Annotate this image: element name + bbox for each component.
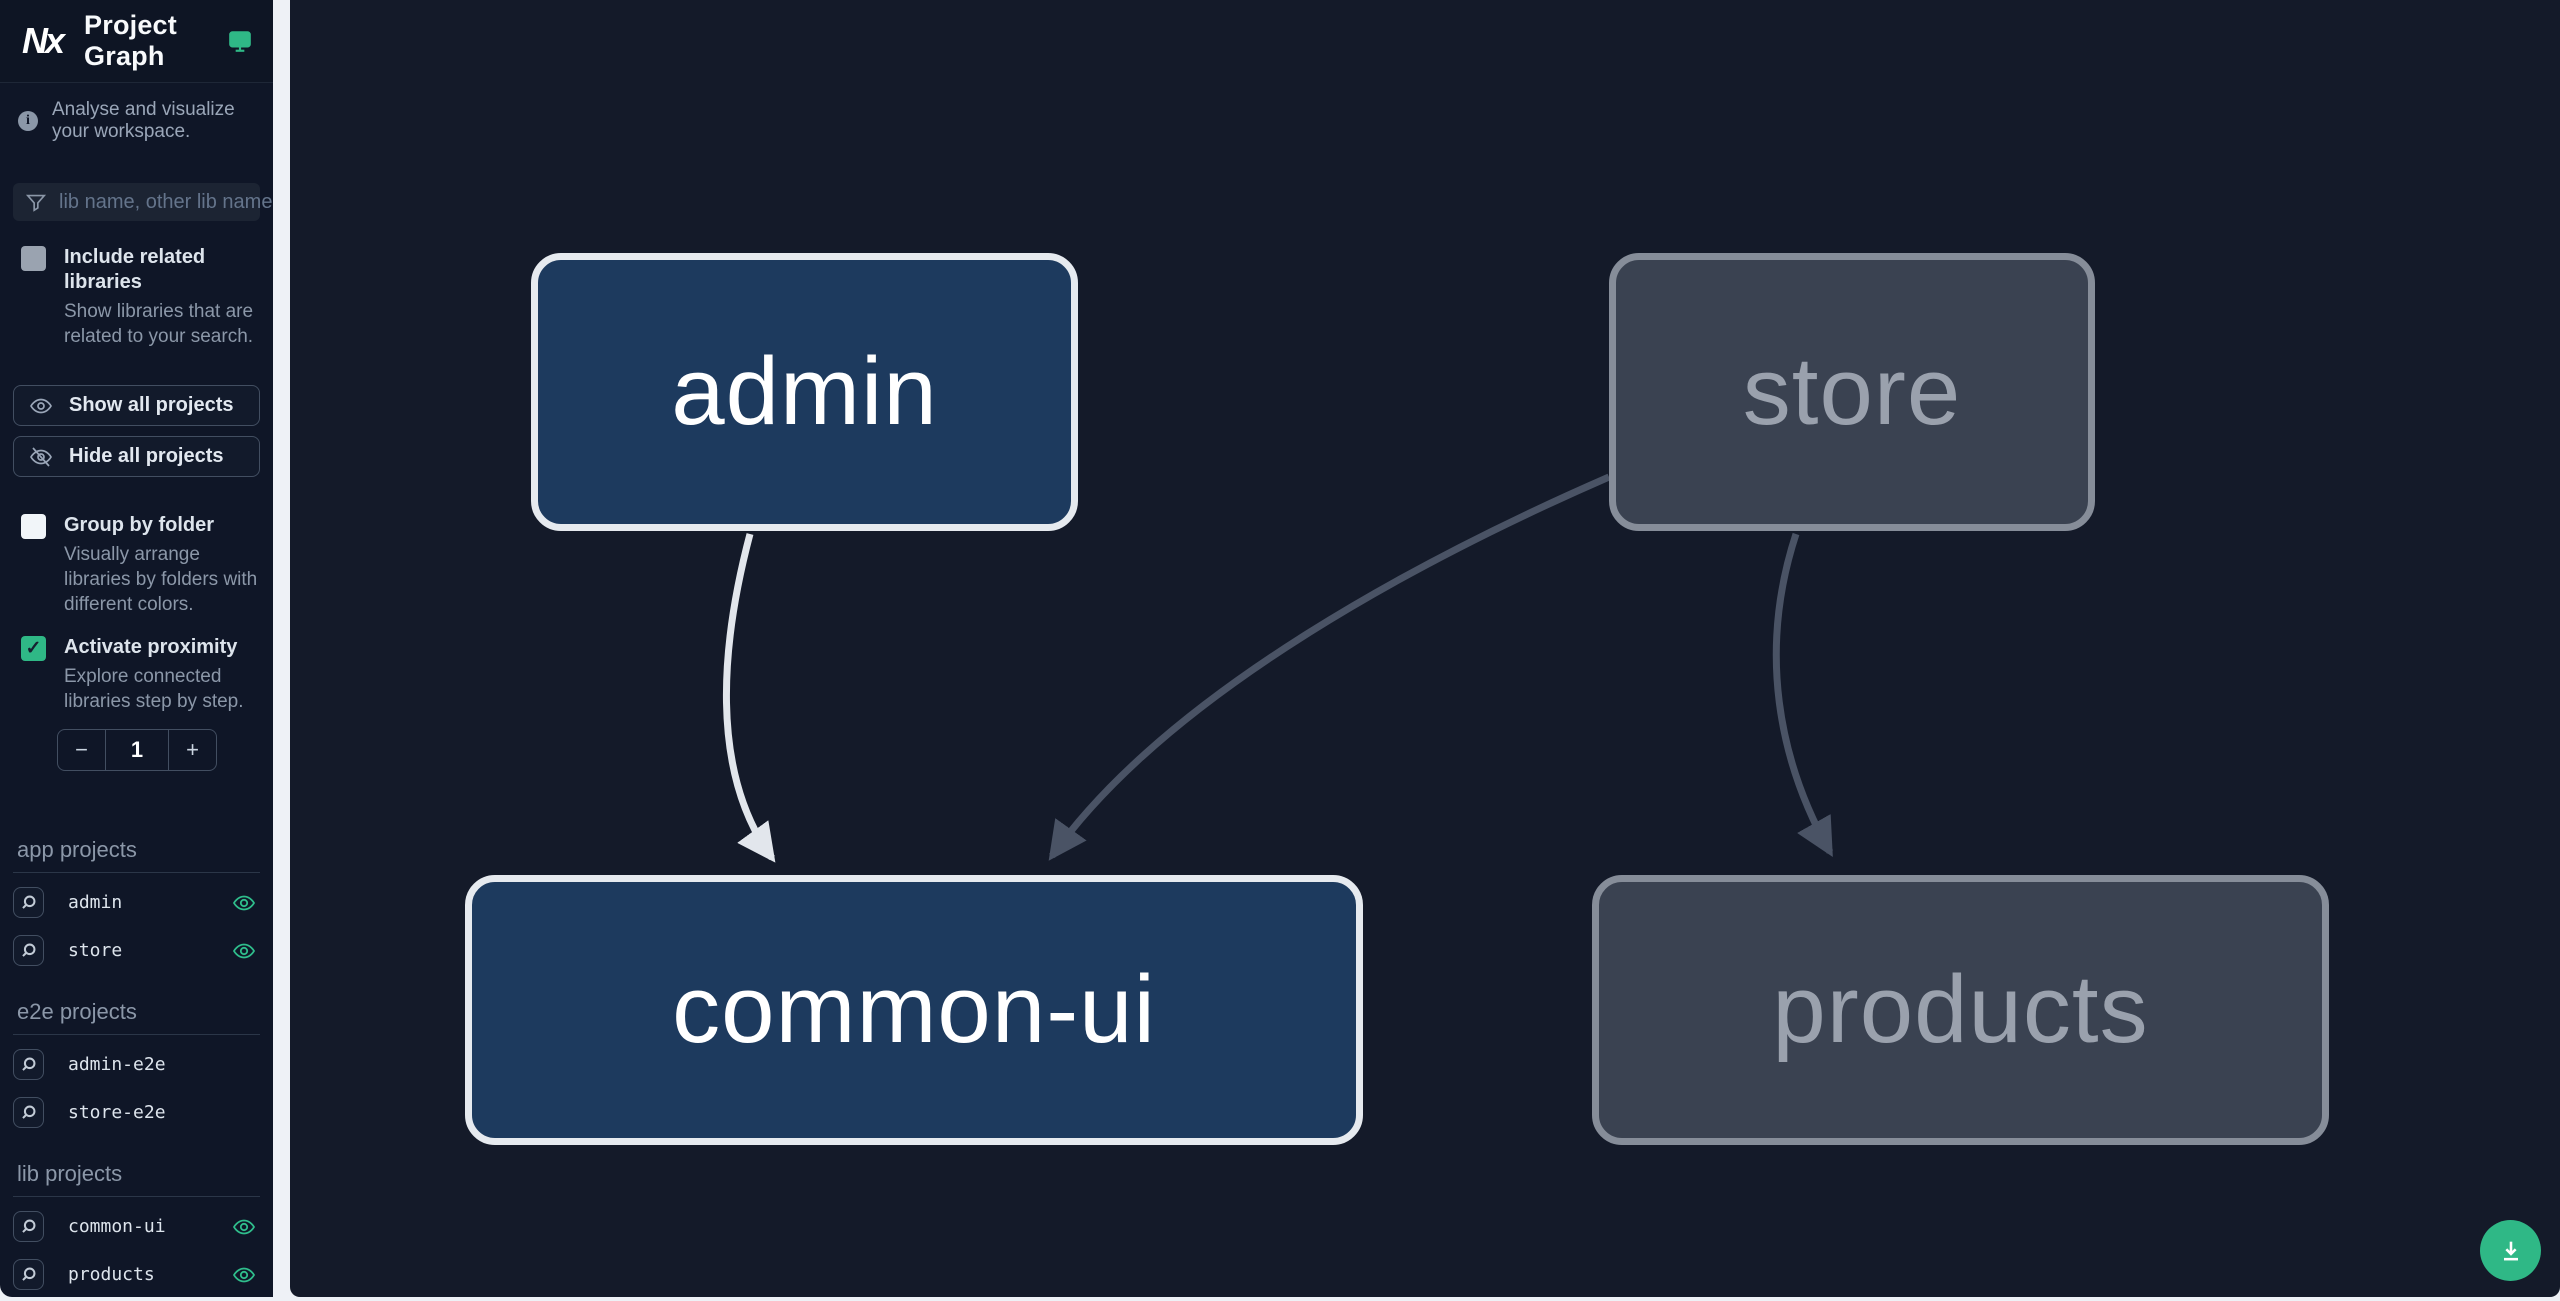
filter-input[interactable]	[59, 190, 273, 214]
tagline-text: Analyse and visualize your workspace.	[52, 99, 235, 142]
group-by-folder-checkbox[interactable]	[21, 514, 46, 540]
edge-store-to-products	[1772, 532, 1834, 858]
focus-project-icon[interactable]	[13, 1097, 44, 1129]
project-name: admin	[68, 892, 123, 914]
edge-admin-to-common-ui	[722, 533, 776, 863]
activate-proximity-checkbox[interactable]: ✓	[21, 636, 46, 662]
graph-canvas[interactable]: admin store common-ui products	[290, 0, 2560, 1297]
eye-icon	[30, 398, 52, 414]
show-all-projects-label: Show all projects	[69, 394, 234, 417]
include-related-description: Show libraries that are related to your …	[64, 301, 254, 348]
project-visible-eye-icon[interactable]	[232, 891, 256, 915]
project-visible-eye-icon[interactable]	[232, 939, 256, 963]
section-title: app projects	[13, 837, 260, 873]
graph-node-admin[interactable]: admin	[531, 253, 1078, 531]
section-title: lib projects	[13, 1161, 260, 1197]
filter-funnel-icon	[25, 194, 47, 212]
info-icon: i	[18, 111, 38, 131]
group-by-folder-label: Group by folder	[64, 514, 214, 537]
node-label: products	[1772, 956, 2149, 1063]
project-name: store	[68, 940, 123, 962]
workspace-tagline: i Analyse and visualize your workspace.	[0, 83, 273, 143]
focus-project-icon[interactable]	[13, 887, 44, 919]
project-row-store-e2e[interactable]: store-e2e	[13, 1095, 260, 1131]
library-filter	[13, 183, 273, 221]
graph-node-store[interactable]: store	[1609, 253, 2095, 531]
activate-proximity-label: Activate proximity	[64, 636, 238, 659]
page-title: Project Graph	[84, 10, 177, 71]
focus-project-icon[interactable]	[13, 1259, 44, 1291]
section-title: e2e projects	[13, 999, 260, 1035]
graph-node-common-ui[interactable]: common-ui	[465, 875, 1363, 1145]
node-label: common-ui	[672, 956, 1156, 1063]
project-visible-eye-icon[interactable]	[232, 1215, 256, 1239]
project-visible-eye-icon[interactable]	[232, 1263, 256, 1287]
section-lib-projects: lib projects common-ui products	[13, 1161, 260, 1293]
proximity-stepper: − 1 +	[57, 728, 217, 771]
proximity-value: 1	[105, 729, 169, 770]
sidebar: Nx Project Graph i Analyse and visualize…	[0, 0, 273, 1297]
node-label: admin	[671, 338, 938, 445]
hide-all-projects-label: Hide all projects	[69, 445, 224, 468]
proximity-increment-button[interactable]: +	[186, 736, 199, 762]
section-app-projects: app projects admin store	[13, 837, 260, 969]
project-name: common-ui	[68, 1216, 166, 1238]
focus-project-icon[interactable]	[13, 1049, 44, 1081]
download-image-button[interactable]	[2480, 1220, 2541, 1281]
edge-store-to-common-ui	[1048, 473, 1611, 861]
focus-project-icon[interactable]	[13, 1211, 44, 1243]
include-related-checkbox[interactable]	[21, 246, 46, 271]
activate-proximity-option: ✓ Activate proximity Explore connected l…	[0, 635, 273, 714]
sidebar-header: Nx Project Graph	[0, 0, 273, 83]
hide-all-projects-button[interactable]: Hide all projects	[13, 436, 260, 478]
project-row-admin[interactable]: admin	[13, 885, 260, 921]
project-name: store-e2e	[68, 1102, 166, 1124]
include-related-option: Include related libraries Show libraries…	[0, 245, 273, 349]
focus-project-icon[interactable]	[13, 935, 44, 967]
activate-proximity-description: Explore connected libraries step by step…	[64, 666, 244, 713]
include-related-label: Include related libraries	[64, 246, 206, 293]
dependency-edges	[722, 473, 1834, 863]
nx-logo: Nx	[22, 20, 65, 61]
eye-off-icon	[30, 447, 52, 467]
project-name: admin-e2e	[68, 1054, 166, 1076]
proximity-decrement-button[interactable]: −	[75, 736, 88, 762]
show-all-projects-button[interactable]: Show all projects	[13, 385, 260, 427]
section-e2e-projects: e2e projects admin-e2e store-e2e	[13, 999, 260, 1131]
project-row-products[interactable]: products	[13, 1257, 260, 1293]
download-icon	[2503, 1241, 2518, 1260]
project-row-common-ui[interactable]: common-ui	[13, 1209, 260, 1245]
project-row-store[interactable]: store	[13, 933, 260, 969]
group-by-folder-description: Visually arrange libraries by folders wi…	[64, 544, 258, 616]
project-name: products	[68, 1264, 155, 1286]
node-label: store	[1742, 338, 1962, 445]
project-row-admin-e2e[interactable]: admin-e2e	[13, 1047, 260, 1083]
group-by-folder-option: Group by folder Visually arrange librari…	[0, 513, 273, 617]
graph-node-products[interactable]: products	[1592, 875, 2329, 1145]
monitor-icon	[227, 28, 253, 54]
